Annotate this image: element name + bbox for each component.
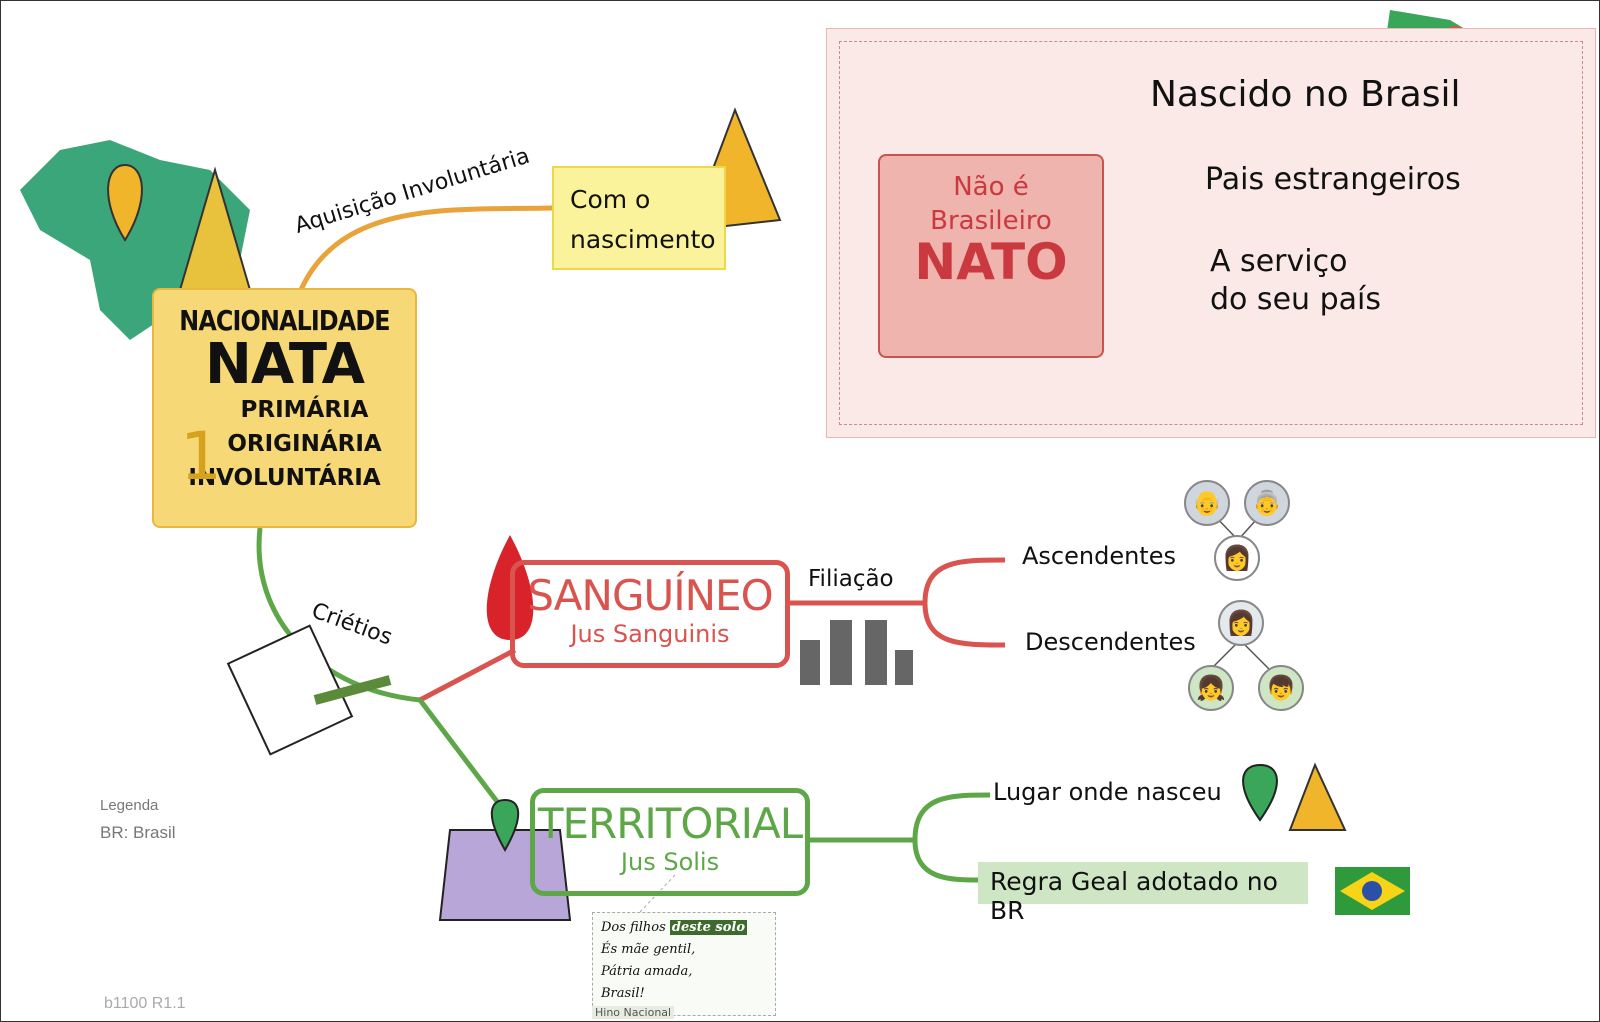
checklist-icon bbox=[226, 624, 392, 756]
anthem-line: Dos filhos bbox=[601, 920, 666, 935]
territorial-subtitle: Jus Solis bbox=[620, 848, 720, 876]
service-label-1: A serviço bbox=[1210, 244, 1348, 279]
parent-avatar: 👩 bbox=[1214, 535, 1260, 581]
territorial-branch bbox=[418, 698, 507, 814]
legend-entry: BR: Brasil bbox=[100, 823, 176, 842]
service-label-2: do seu país bbox=[1210, 282, 1381, 317]
main-attribute: PRIMÁRIA bbox=[240, 397, 369, 423]
family-icon bbox=[800, 620, 913, 685]
sanguineo-branch bbox=[418, 647, 517, 703]
main-title-line: NACIONALIDADE bbox=[179, 304, 390, 337]
territorial-box: TERRITORIAL Jus Solis bbox=[530, 788, 810, 896]
sanguineo-box: SANGUÍNEO Jus Sanguinis bbox=[510, 560, 790, 668]
grandparent-avatar: 👴 bbox=[1184, 480, 1230, 526]
birth-box: Com o nascimento bbox=[552, 166, 726, 270]
territorial-title: TERRITORIAL bbox=[537, 799, 803, 848]
birth-box-line: nascimento bbox=[570, 225, 716, 254]
territorial-subbranch bbox=[810, 792, 991, 883]
brazil-flag-icon bbox=[1335, 867, 1410, 915]
legend-title: Legenda bbox=[100, 797, 159, 814]
not-native-line: Não é bbox=[953, 172, 1029, 202]
child-avatar: 👧 bbox=[1188, 665, 1234, 711]
map-pin-icon bbox=[438, 798, 572, 921]
location-baby-icon bbox=[1242, 763, 1278, 822]
sanguineo-subtitle: Jus Sanguinis bbox=[570, 620, 730, 648]
anthem-note: Dos filhos deste solo És mãe gentil, Pát… bbox=[592, 912, 776, 1016]
main-attribute: INVOLUNTÁRIA bbox=[188, 465, 381, 491]
born-in-brazil-label: Nascido no Brasil bbox=[1150, 74, 1461, 115]
sanguineo-title: SANGUÍNEO bbox=[527, 571, 773, 620]
anthem-caption: Hino Nacional bbox=[592, 1006, 675, 1019]
grandparent-avatar: 👵 bbox=[1244, 480, 1290, 526]
birthplace-label: Lugar onde nasceu bbox=[993, 778, 1222, 806]
version-label: b1100 R1.1 bbox=[104, 995, 186, 1012]
birth-box-line: Com o bbox=[570, 185, 651, 214]
anthem-line: És mãe gentil, bbox=[601, 942, 696, 957]
ascendentes-label: Ascendentes bbox=[1022, 542, 1176, 570]
anthem-line: Pátria amada, bbox=[601, 964, 693, 979]
general-rule-label: Regra Geal adotado no BR bbox=[978, 862, 1308, 925]
location-pin-icon bbox=[107, 163, 143, 242]
main-topic-box: NACIONALIDADE NATA 1 PRIMÁRIA ORIGINÁRIA… bbox=[152, 288, 417, 528]
not-native-nato: NATO bbox=[914, 233, 1068, 291]
acquisition-branch bbox=[297, 205, 553, 293]
parent-avatar: 👩 bbox=[1218, 600, 1264, 646]
filiacao-branch bbox=[790, 557, 1006, 648]
anthem-highlight: deste solo bbox=[669, 920, 747, 935]
descendentes-label: Descendentes bbox=[1025, 628, 1196, 656]
foreign-parents-label: Pais estrangeiros bbox=[1205, 162, 1461, 197]
main-attribute: ORIGINÁRIA bbox=[227, 431, 382, 457]
anthem-line: Brasil! bbox=[601, 986, 645, 1001]
main-number: 1 bbox=[180, 418, 222, 495]
main-title-nata: NATA bbox=[204, 332, 365, 397]
not-native-box: Não é Brasileiro NATO bbox=[878, 154, 1104, 358]
child-avatar: 👦 bbox=[1258, 665, 1304, 711]
not-native-line: Brasileiro bbox=[930, 206, 1052, 236]
filiacao-label: Filiação bbox=[808, 566, 894, 592]
